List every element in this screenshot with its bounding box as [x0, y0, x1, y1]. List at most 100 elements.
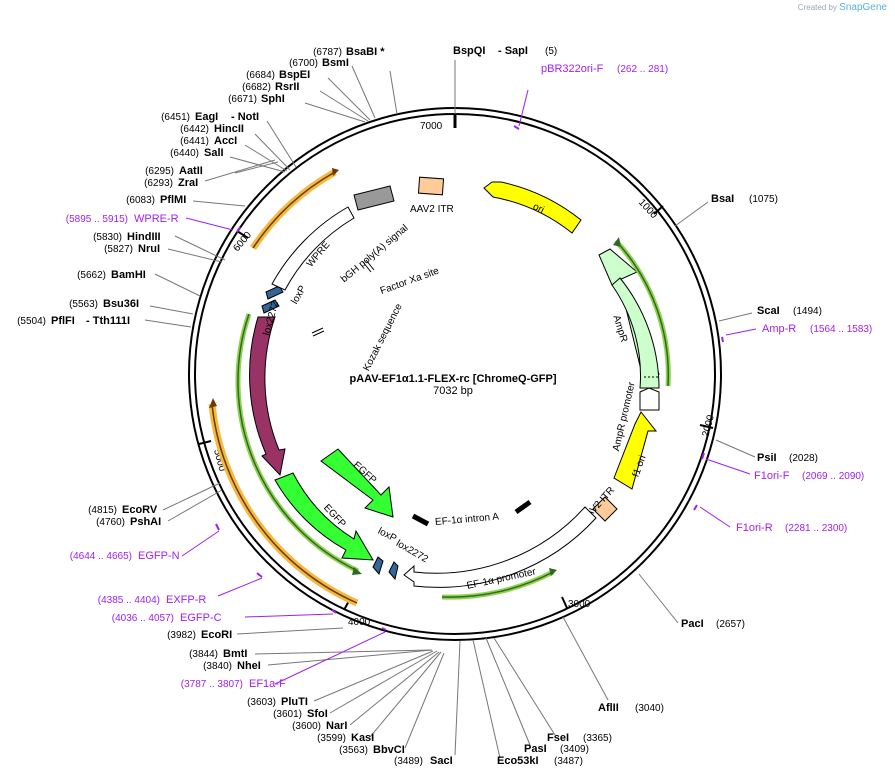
- site-bsabi[interactable]: BsaBI *: [346, 46, 385, 58]
- primer-f1ori-r[interactable]: F1ori-R: [736, 522, 773, 534]
- site-bsu36i[interactable]: Bsu36I: [103, 298, 139, 310]
- site-ecorv[interactable]: EcoRV: [122, 504, 158, 516]
- site-bspei[interactable]: BspEI: [279, 69, 310, 81]
- site-nari[interactable]: NarI: [326, 720, 347, 732]
- site-sphi[interactable]: SphI: [261, 93, 285, 105]
- site-saci[interactable]: SacI (3489): [394, 755, 453, 767]
- feature-bgh[interactable]: bGH poly(A) signal: [339, 185, 410, 285]
- svg-text:(2069 .. 2090): (2069 .. 2090): [802, 471, 864, 482]
- site-pasi[interactable]: PasI (3409): [524, 743, 589, 755]
- aav2-itr-top-label: AAV2 ITR: [410, 204, 454, 215]
- feature-ori[interactable]: ori: [483, 181, 582, 234]
- site-bspqi[interactable]: BspQI - SapI (5): [453, 45, 557, 57]
- site-eagi[interactable]: EagI: [195, 111, 218, 123]
- site-sfoi[interactable]: SfoI: [307, 708, 328, 720]
- svg-text:(4385 .. 4404): (4385 .. 4404): [98, 595, 160, 606]
- site-ecori[interactable]: EcoRI: [201, 629, 232, 641]
- ampr-green-arc: [613, 237, 671, 387]
- feature-aav2-itr-top[interactable]: AAV2 ITR: [410, 176, 454, 215]
- feature-factor-xa[interactable]: Factor Xa site: [362, 259, 441, 297]
- site-hincii[interactable]: HincII: [214, 123, 244, 135]
- svg-text:(3601): (3601): [273, 709, 302, 720]
- site-noti[interactable]: - NotI: [231, 111, 259, 123]
- chr2-green-arc: [235, 313, 362, 575]
- primer-labels: pBR322ori-F (262 .. 281) Amp-R (1564 .. …: [66, 63, 873, 690]
- primer-marks: [215, 125, 724, 631]
- site-fsei[interactable]: FseI (3365): [547, 732, 612, 744]
- site-bsmi[interactable]: BsmI: [322, 57, 349, 69]
- site-pshai[interactable]: PshAI: [130, 516, 161, 528]
- site-psii[interactable]: PsiI (2028): [757, 452, 818, 464]
- bgh-label: bGH poly(A) signal: [339, 223, 410, 285]
- feature-ef1a-intron[interactable]: EF-1α intron A: [411, 499, 532, 528]
- feature-kozak[interactable]: Kozak sequence: [311, 302, 405, 373]
- site-scai[interactable]: ScaI (1494): [757, 305, 822, 317]
- site-aatii[interactable]: AatII: [179, 165, 203, 177]
- svg-text:(3787 .. 3807): (3787 .. 3807): [181, 679, 243, 690]
- feature-lox-bottom[interactable]: loxP lox2272: [372, 526, 430, 581]
- ampr-label: AmpR: [610, 314, 629, 344]
- site-sali[interactable]: SalI: [204, 147, 224, 159]
- svg-text:PacI: PacI: [681, 618, 704, 630]
- svg-text:(4644 .. 4665): (4644 .. 4665): [70, 551, 132, 562]
- primer-egfp-n[interactable]: EGFP-N: [138, 550, 180, 562]
- svg-text:(3603): (3603): [247, 697, 276, 708]
- primer-f1ori-f[interactable]: F1ori-F: [754, 470, 790, 482]
- site-acci[interactable]: AccI: [214, 135, 237, 147]
- svg-text:(4036 .. 4057): (4036 .. 4057): [112, 613, 174, 624]
- svg-text:(5827): (5827): [104, 244, 133, 255]
- factor-xa-label: Factor Xa site: [379, 265, 441, 297]
- site-bbvci[interactable]: BbvCI: [373, 744, 405, 756]
- svg-text:PsiI: PsiI: [757, 452, 777, 464]
- svg-text:(3982): (3982): [167, 630, 196, 641]
- svg-text:(4815): (4815): [88, 505, 117, 516]
- tick-label-6000: 6000: [231, 229, 254, 253]
- primer-amp-r[interactable]: Amp-R: [762, 323, 796, 335]
- loxp-left-label: loxP: [289, 284, 308, 307]
- site-nhei[interactable]: NheI: [237, 660, 261, 672]
- tick-label-4000: 4000: [348, 617, 371, 628]
- svg-text:(6083): (6083): [126, 195, 155, 206]
- site-pluti[interactable]: PluTI: [281, 696, 308, 708]
- site-kasi[interactable]: KasI: [351, 732, 374, 744]
- tick-label-3000: 3000: [568, 599, 591, 610]
- svg-text:(1494): (1494): [793, 306, 822, 317]
- svg-text:(6442): (6442): [180, 124, 209, 135]
- primer-wpre-r[interactable]: WPRE-R: [134, 213, 179, 225]
- site-pflmi[interactable]: PflMI: [160, 194, 186, 206]
- svg-text:(6684): (6684): [246, 70, 275, 81]
- svg-text:BsaI: BsaI: [711, 193, 734, 205]
- site-nrui[interactable]: NruI: [138, 243, 160, 255]
- primer-ef1a-f[interactable]: EF1a-F: [249, 678, 286, 690]
- ef1a-intron-label: EF-1α intron A: [435, 511, 500, 528]
- svg-text:(5662): (5662): [77, 270, 106, 281]
- svg-text:AflII: AflII: [598, 702, 619, 714]
- svg-text:(3487): (3487): [554, 756, 583, 767]
- svg-text:(2281 .. 2300): (2281 .. 2300): [785, 523, 847, 534]
- primer-egfp-c[interactable]: EGFP-C: [180, 612, 222, 624]
- site-paci[interactable]: PacI (2657): [681, 618, 745, 630]
- primer-exfp-r[interactable]: EXFP-R: [166, 594, 206, 606]
- site-zrai[interactable]: ZraI: [178, 177, 198, 189]
- site-bmti[interactable]: BmtI: [223, 648, 247, 660]
- svg-text:(6787): (6787): [313, 47, 342, 58]
- site-hindiii[interactable]: HindIII: [127, 231, 161, 243]
- lox2272-bottom-label: lox2272: [394, 538, 430, 565]
- site-pflfi[interactable]: PflFI: [51, 315, 75, 327]
- site-aflii[interactable]: AflII (3040): [598, 702, 664, 714]
- feature-ef1a-promoter[interactable]: EF-1α promoter: [403, 506, 597, 592]
- site-eco53ki[interactable]: Eco53kI (3487): [497, 755, 583, 767]
- chr2-label: ChR2(H134R): [287, 375, 309, 439]
- svg-text:(3489): (3489): [394, 756, 423, 767]
- site-rsrii[interactable]: RsrII: [275, 81, 299, 93]
- primer-pbr322ori-f[interactable]: pBR322ori-F: [541, 63, 604, 75]
- feature-lox-left[interactable]: lox2272 loxP: [261, 284, 309, 337]
- site-bsai[interactable]: BsaI (1075): [711, 193, 778, 205]
- site-tth111i[interactable]: - Tth111I: [86, 315, 130, 327]
- feature-ampr[interactable]: AmpR: [598, 248, 660, 389]
- site-bamhi[interactable]: BamHI: [111, 269, 146, 281]
- ef1a-green-arc: [441, 568, 557, 600]
- svg-text:(3409): (3409): [560, 744, 589, 755]
- feature-chr2[interactable]: ChR2(H134R): [249, 316, 309, 477]
